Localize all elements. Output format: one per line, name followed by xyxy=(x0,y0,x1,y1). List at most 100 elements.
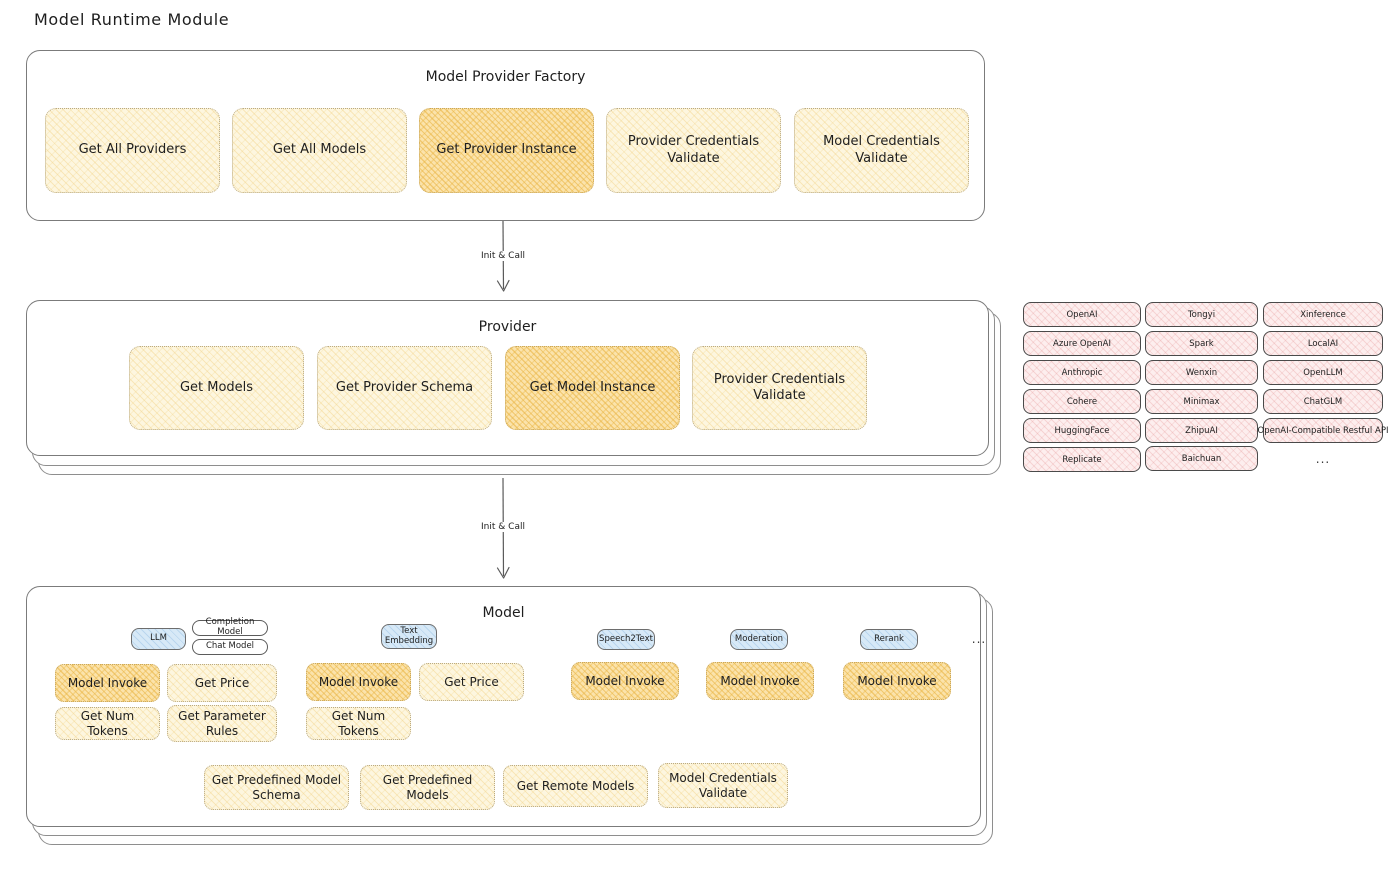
pill-label: Replicate xyxy=(1062,454,1102,465)
chip-label: Get Provider Schema xyxy=(335,379,474,395)
pill-label: Anthropic xyxy=(1061,367,1103,378)
chip-label: Get Price xyxy=(444,674,499,689)
factory-method-model-credentials-validate[interactable]: Model Credentials Validate xyxy=(794,108,969,193)
llm-method-get-price[interactable]: Get Price xyxy=(167,664,277,702)
text-embedding-method-get-num-tokens[interactable]: Get Num Tokens xyxy=(306,707,411,740)
arrow-2-label: Init & Call xyxy=(478,522,528,532)
pill-label: Wenxin xyxy=(1185,367,1218,378)
model-title: Model xyxy=(482,605,525,621)
model-type-badge-text-embedding[interactable]: Text Embedding xyxy=(381,624,437,649)
page-title: Model Runtime Module xyxy=(34,10,230,29)
chip-label: Get All Providers xyxy=(78,142,187,158)
provider-pill-openllm[interactable]: OpenLLM xyxy=(1263,360,1383,385)
pill-label: Cohere xyxy=(1066,396,1098,407)
text-embedding-method-get-price[interactable]: Get Price xyxy=(419,663,524,701)
model-type-badge-llm[interactable]: LLM xyxy=(131,628,186,650)
model-type-badge-rerank[interactable]: Rerank xyxy=(860,629,918,650)
badge-label: LLM xyxy=(150,633,167,644)
llm-method-model-invoke[interactable]: Model Invoke xyxy=(55,664,160,702)
pill-label: Minimax xyxy=(1183,396,1220,407)
llm-method-get-num-tokens[interactable]: Get Num Tokens xyxy=(55,707,160,740)
provider-frame: Provider Get Models Get Provider Schema … xyxy=(26,300,989,456)
chip-label: Get Provider Instance xyxy=(436,142,577,158)
badge-label: Speech2Text xyxy=(599,633,653,644)
provider-title: Provider xyxy=(478,319,537,335)
badge-label: Chat Model xyxy=(205,641,255,652)
pill-label: Spark xyxy=(1189,338,1214,349)
pill-label: HuggingFace xyxy=(1054,425,1110,436)
provider-pill-replicate[interactable]: Replicate xyxy=(1023,447,1141,472)
provider-pill-wenxin[interactable]: Wenxin xyxy=(1145,360,1258,385)
chip-label: Get All Models xyxy=(272,142,367,158)
chip-label: Model Credentials Validate xyxy=(823,134,940,166)
provider-method-get-model-instance[interactable]: Get Model Instance xyxy=(505,346,680,430)
provider-pill-minimax[interactable]: Minimax xyxy=(1145,389,1258,414)
provider-pill-openai[interactable]: OpenAI xyxy=(1023,302,1141,327)
provider-pill-huggingface[interactable]: HuggingFace xyxy=(1023,418,1141,443)
provider-method-provider-credentials-validate[interactable]: Provider Credentials Validate xyxy=(692,346,867,430)
provider-pill-anthropic[interactable]: Anthropic xyxy=(1023,360,1141,385)
chip-label: Model Invoke xyxy=(67,675,148,690)
badge-label: Moderation xyxy=(734,633,784,644)
provider-pill-xinference[interactable]: Xinference xyxy=(1263,302,1383,327)
pill-label: OpenAI xyxy=(1066,309,1098,320)
provider-pill-spark[interactable]: Spark xyxy=(1145,331,1258,356)
badge-label: Completion Model xyxy=(205,617,255,637)
model-type-badge-speech2text[interactable]: Speech2Text xyxy=(597,629,655,650)
arrow-provider-to-model: Init & Call xyxy=(455,477,551,586)
speech2text-method-model-invoke[interactable]: Model Invoke xyxy=(571,662,679,700)
provider-pill-zhipuai[interactable]: ZhipuAI xyxy=(1145,418,1258,443)
moderation-method-model-invoke[interactable]: Model Invoke xyxy=(706,662,814,700)
arrow-factory-to-provider: Init & Call xyxy=(455,220,551,299)
chip-label: Get Num Tokens xyxy=(331,708,386,738)
provider-list: OpenAI Azure OpenAI Anthropic Cohere Hug… xyxy=(1023,300,1388,480)
model-types-more: ... xyxy=(971,632,987,646)
arrow-2-svg xyxy=(496,477,510,579)
model-subtype-badge-chat-model[interactable]: Chat Model xyxy=(192,639,268,655)
chip-label: Get Models xyxy=(179,379,254,395)
provider-pill-cohere[interactable]: Cohere xyxy=(1023,389,1141,414)
pill-label: OpenLLM xyxy=(1303,367,1343,378)
model-subtype-badge-completion-model[interactable]: Completion Model xyxy=(192,617,268,637)
pill-label: Xinference xyxy=(1300,309,1346,320)
factory-method-get-provider-instance[interactable]: Get Provider Instance xyxy=(419,108,594,193)
model-common-method-model-credentials-validate[interactable]: Model Credentials Validate xyxy=(658,763,788,808)
model-provider-factory-title: Model Provider Factory xyxy=(425,69,586,85)
chip-label: Get Predefined Models xyxy=(382,772,473,802)
rerank-method-model-invoke[interactable]: Model Invoke xyxy=(843,662,951,700)
provider-pill-chatglm[interactable]: ChatGLM xyxy=(1263,389,1383,414)
model-type-badge-moderation[interactable]: Moderation xyxy=(730,629,788,650)
chip-label: Model Invoke xyxy=(720,673,800,688)
chip-label: Provider Credentials Validate xyxy=(713,371,846,403)
pill-label: LocalAI xyxy=(1307,338,1339,349)
provider-method-get-provider-schema[interactable]: Get Provider Schema xyxy=(317,346,492,430)
chip-label: Get Price xyxy=(194,675,250,690)
pill-label: OpenAI-Compatible Restful API xyxy=(1257,425,1389,436)
provider-pill-azure-openai[interactable]: Azure OpenAI xyxy=(1023,331,1141,356)
provider-list-more: ... xyxy=(1315,452,1331,466)
model-frame: Model LLM Completion Model Chat Model Mo… xyxy=(26,586,985,827)
pill-label: Tongyi xyxy=(1187,309,1216,320)
pill-label: Baichuan xyxy=(1181,453,1222,464)
text-embedding-method-model-invoke[interactable]: Model Invoke xyxy=(306,663,411,701)
factory-method-provider-credentials-validate[interactable]: Provider Credentials Validate xyxy=(606,108,781,193)
chip-label: Model Invoke xyxy=(857,673,937,688)
badge-label: Text Embedding xyxy=(384,625,434,646)
chip-label: Get Num Tokens xyxy=(80,708,135,738)
provider-pill-openai-compatible-restful-api[interactable]: OpenAI-Compatible Restful API xyxy=(1258,418,1388,443)
factory-method-get-all-models[interactable]: Get All Models xyxy=(232,108,407,193)
model-common-method-get-remote-models[interactable]: Get Remote Models xyxy=(503,765,648,807)
provider-pill-localai[interactable]: LocalAI xyxy=(1263,331,1383,356)
llm-method-get-parameter-rules[interactable]: Get Parameter Rules xyxy=(167,705,277,742)
chip-label: Get Model Instance xyxy=(529,379,656,395)
provider-pill-tongyi[interactable]: Tongyi xyxy=(1145,302,1258,327)
model-common-method-get-predefined-models[interactable]: Get Predefined Models xyxy=(360,765,495,810)
chip-label: Model Credentials Validate xyxy=(669,770,777,800)
factory-method-get-all-providers[interactable]: Get All Providers xyxy=(45,108,220,193)
provider-pill-baichuan[interactable]: Baichuan xyxy=(1145,446,1258,471)
model-common-method-get-predefined-model-schema[interactable]: Get Predefined Model Schema xyxy=(204,765,349,810)
chip-label: Model Invoke xyxy=(318,674,399,689)
provider-method-get-models[interactable]: Get Models xyxy=(129,346,304,430)
model-provider-factory-frame: Model Provider Factory Get All Providers… xyxy=(26,50,985,221)
